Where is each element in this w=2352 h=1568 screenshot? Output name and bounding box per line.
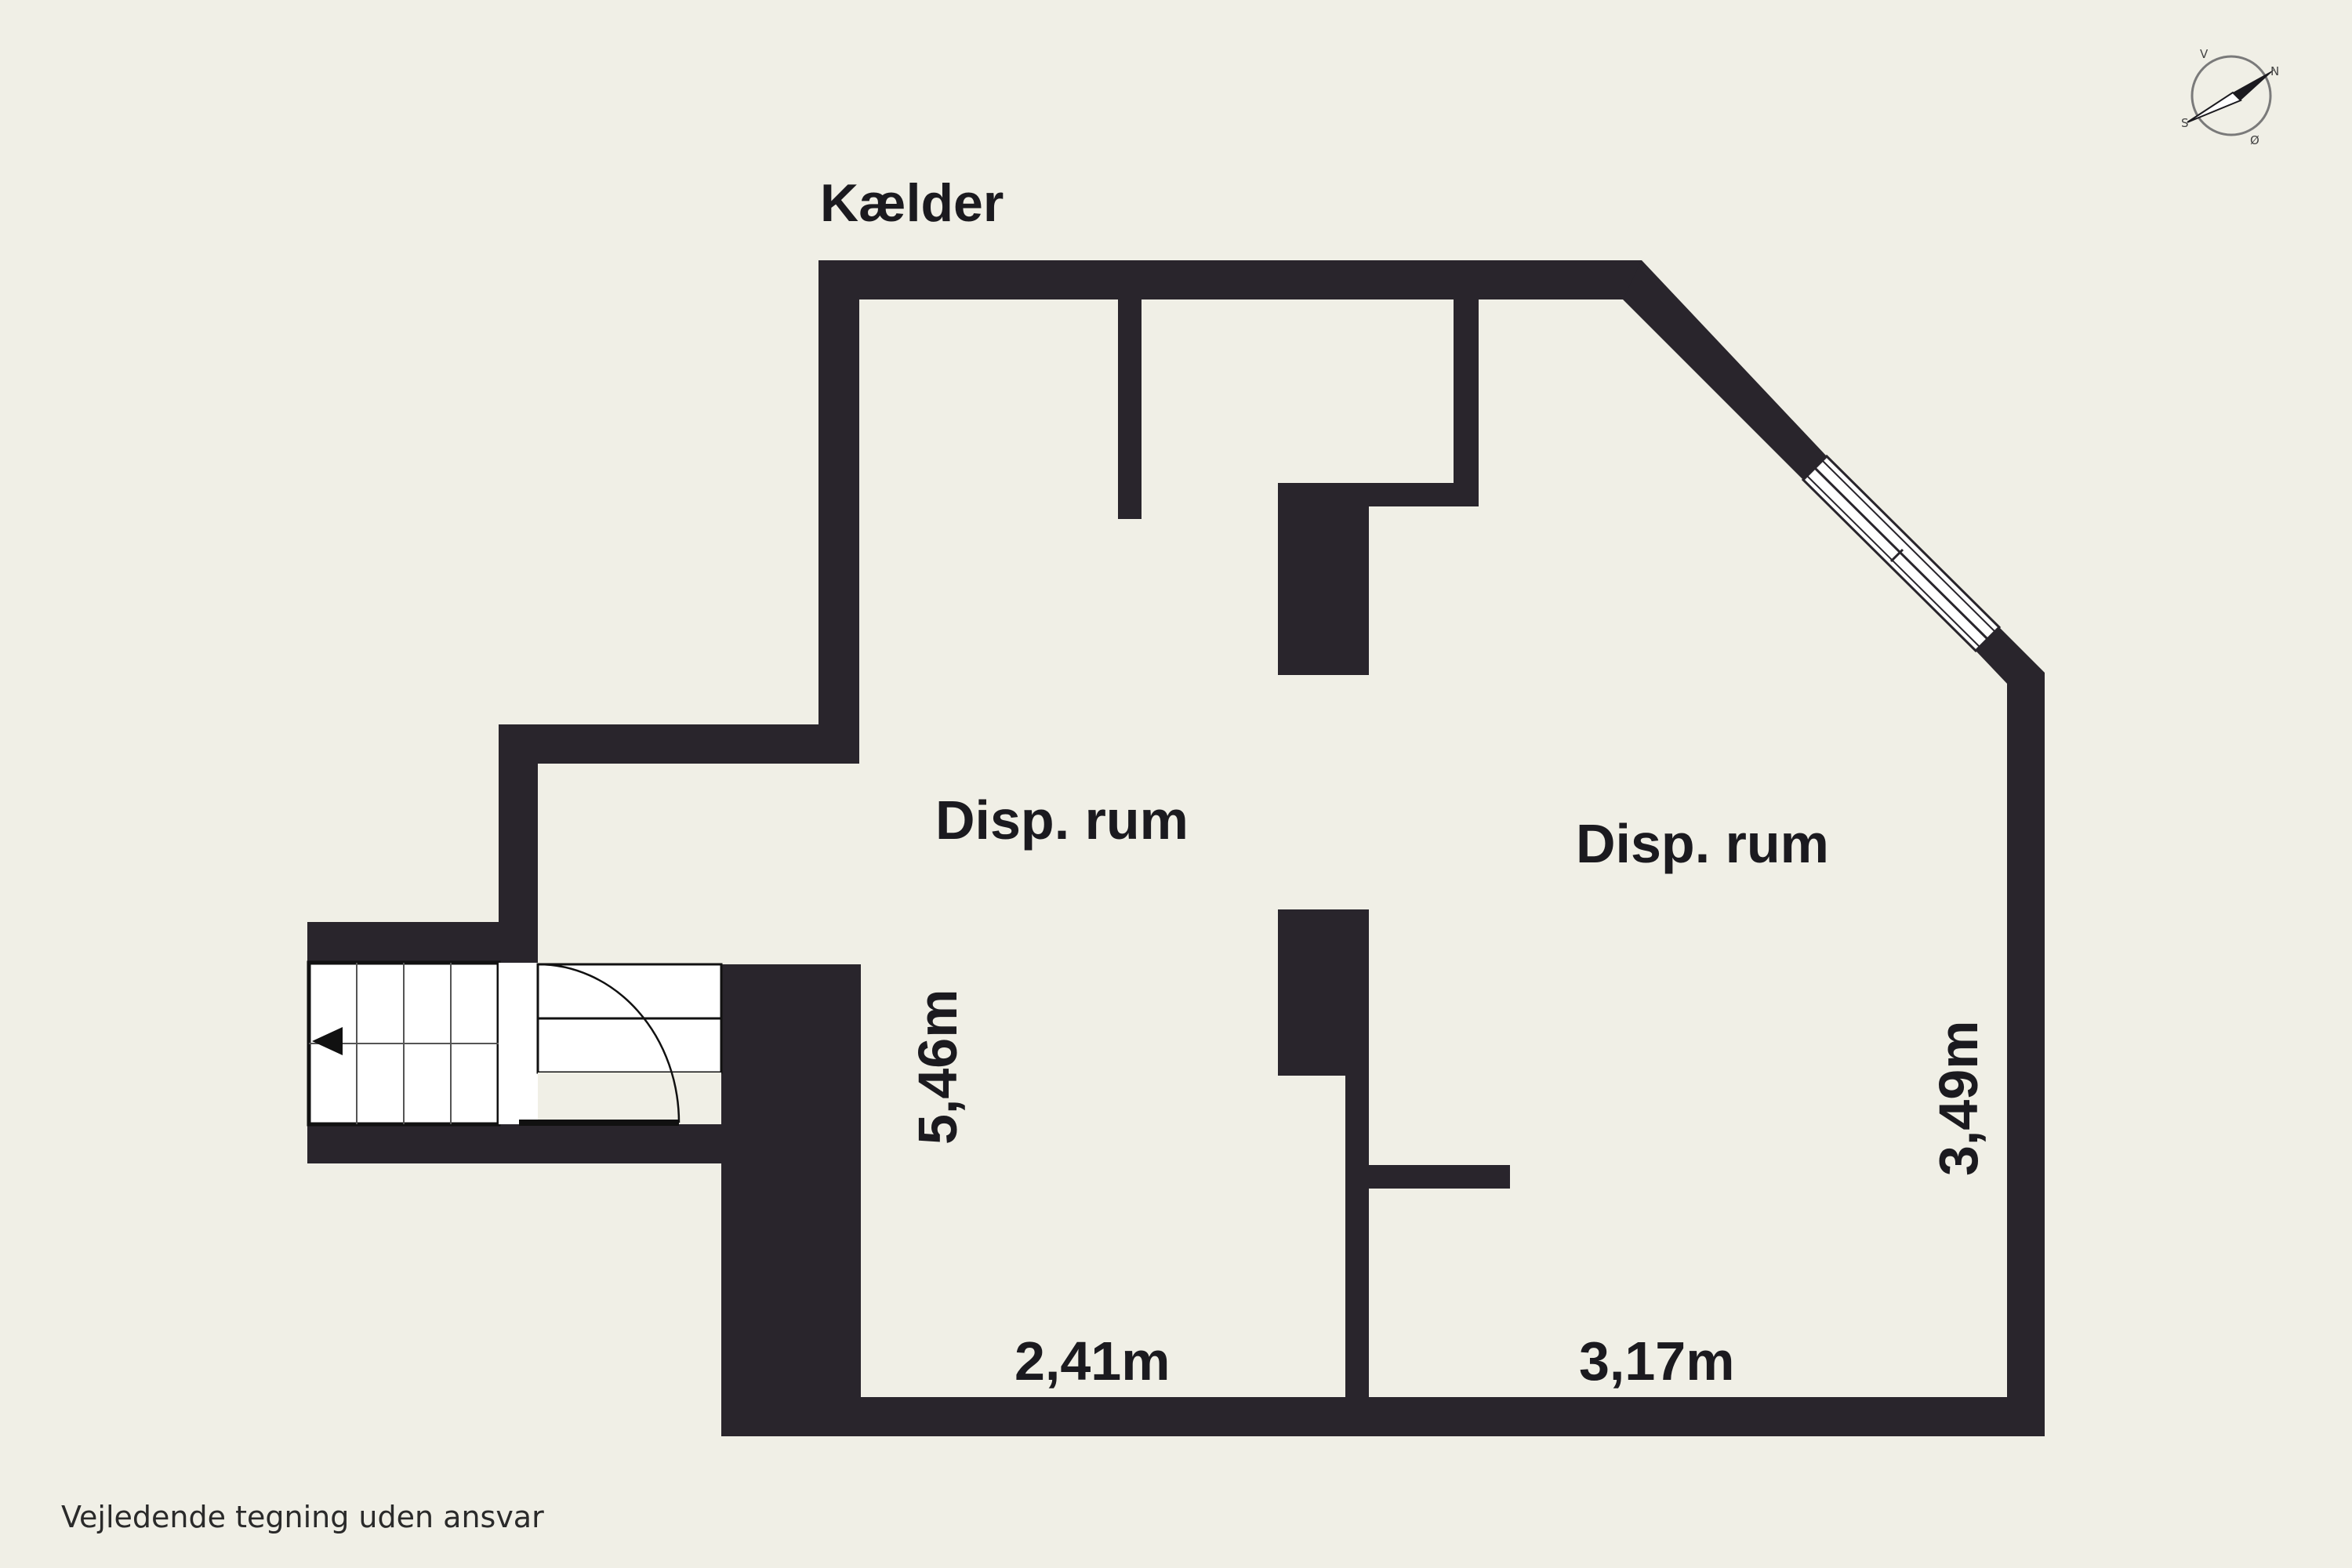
- wall-right: [2007, 681, 2045, 1436]
- wall-stair-bottom: [307, 1124, 721, 1163]
- dimension-right-room-height: 3,49m: [1928, 1021, 1989, 1176]
- wall-left-upper: [818, 260, 859, 764]
- dimension-left-room-height: 5,46m: [907, 989, 968, 1145]
- staircase: [307, 960, 501, 1127]
- wall-diagonal-lower: [1976, 627, 2045, 684]
- wall-center-vertical: [1345, 909, 1369, 1397]
- walls: [307, 260, 2045, 1436]
- stair-direction-arrow-icon: [312, 1027, 343, 1055]
- dimension-left-room-width: 2,41m: [1014, 1330, 1170, 1392]
- room-label-left: Disp. rum: [935, 789, 1189, 851]
- floor-title: Kælder: [820, 173, 1004, 233]
- compass-n: N: [2270, 64, 2279, 78]
- wall-stair-top: [307, 922, 538, 963]
- wall-step-horizontal: [499, 724, 859, 764]
- wall-center-stub: [1369, 1165, 1510, 1189]
- wall-partition-top-2: [1454, 299, 1479, 506]
- door: [499, 963, 723, 1126]
- dimension-right-room-width: 3,17m: [1579, 1330, 1734, 1392]
- wall-top: [818, 260, 1642, 299]
- wall-pillar-upper: [1278, 483, 1369, 675]
- wall-left-lower-block: [721, 964, 861, 1436]
- room-label-right: Disp. rum: [1576, 813, 1829, 874]
- wall-diagonal-upper: [1623, 260, 1827, 480]
- compass-s: S: [2181, 116, 2189, 130]
- window: [1801, 454, 2002, 653]
- compass-v: V: [2200, 47, 2209, 61]
- compass-o: Ø: [2250, 133, 2259, 147]
- wall-bottom: [721, 1397, 2045, 1436]
- disclaimer-text: Vejledende tegning uden ansvar: [61, 1500, 544, 1534]
- compass-icon: N V S Ø: [2181, 47, 2279, 147]
- wall-partition-top-1: [1118, 299, 1142, 519]
